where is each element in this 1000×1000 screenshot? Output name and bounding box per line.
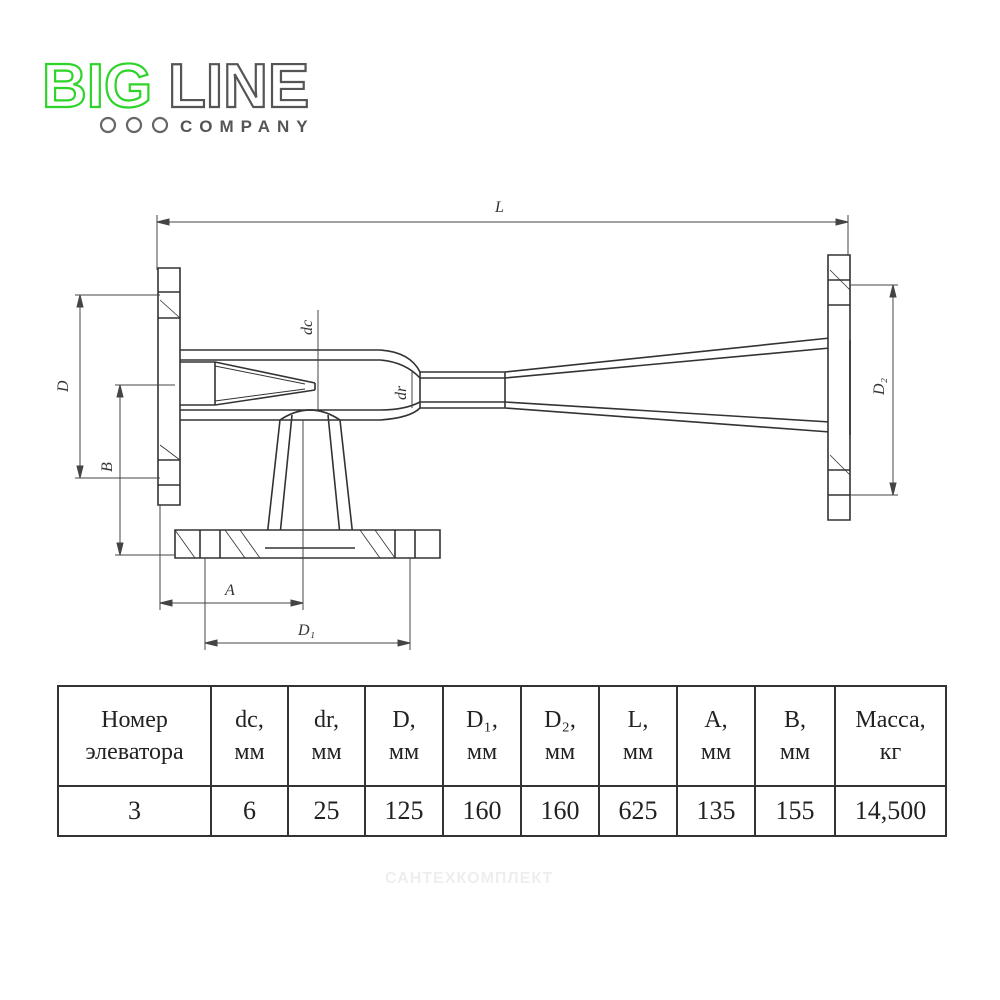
header-cell: A,мм (676, 685, 756, 787)
header-cell: Масса,кг (834, 685, 947, 787)
table-cell: 155 (754, 785, 836, 837)
label-B: B (99, 462, 116, 472)
header-cell: L,мм (598, 685, 678, 787)
label-A: A (224, 582, 235, 599)
watermark: САНТЕХКОМПЛЕКТ (385, 870, 554, 887)
header-cell: B,мм (754, 685, 836, 787)
table-cell: 14,500 (834, 785, 947, 837)
table-cell: 160 (442, 785, 522, 837)
header-cell: D₁,мм (442, 685, 522, 787)
header-cell: D,мм (364, 685, 444, 787)
logo-big: BIG (42, 52, 152, 121)
label-D2: D₂ (871, 377, 888, 396)
elevator-drawing: L D B A D₁ D₂ dc dr (55, 199, 898, 650)
logo-line: LINE (168, 52, 309, 121)
logo-company: COMPANY (180, 117, 315, 136)
table-cell: 25 (287, 785, 366, 837)
table-cell: 625 (598, 785, 678, 837)
table-cell: 135 (676, 785, 756, 837)
label-D: D (55, 380, 72, 393)
label-dr: dr (393, 385, 410, 400)
bigline-logo: BIG LINE COMPANY (41, 52, 315, 136)
table-cell: 3 (57, 785, 212, 837)
table-cell: 125 (364, 785, 444, 837)
header-cell: D₂,мм (520, 685, 600, 787)
header-cell: dr,мм (287, 685, 366, 787)
header-cell: dc,мм (210, 685, 289, 787)
label-dc: dc (299, 320, 316, 335)
table-cell: 160 (520, 785, 600, 837)
table-row: 3 6 25 125 160 160 625 135 155 14,500 (57, 785, 947, 837)
label-D1: D₁ (297, 622, 315, 639)
label-L: L (494, 199, 504, 216)
table-cell: 6 (210, 785, 289, 837)
